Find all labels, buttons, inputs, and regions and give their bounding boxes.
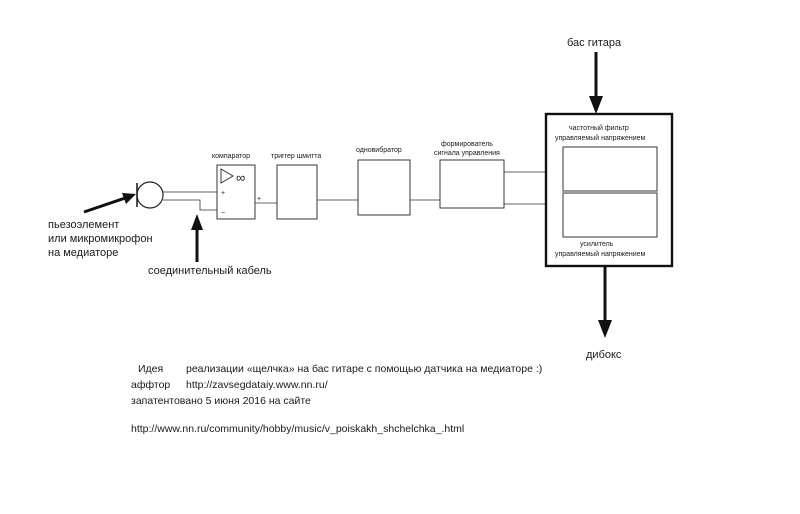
piezo-label-line-2: или микромикрофон <box>48 233 153 245</box>
comparator-minus: − <box>221 210 225 217</box>
piezo-label-line-1: пьезоэлемент <box>48 219 119 231</box>
schmitt-label: триггер шмитта <box>271 153 321 160</box>
output-arrow <box>598 266 612 338</box>
patent-text: запатентовано 5 июня 2016 на сайте <box>131 395 311 407</box>
schmitt-block: триггер шмитта <box>271 153 321 220</box>
author-row: аффтор http://zavsegdataiy.www.nn.ru/ <box>131 377 691 393</box>
amp-block: усилитель управляемый напряжением <box>555 192 658 258</box>
comparator-plus: + <box>221 190 225 197</box>
piezo-label-line-3: на медиаторе <box>48 247 118 259</box>
bass-label: бас гитара <box>567 37 622 49</box>
idea-label: Идея <box>138 363 164 375</box>
patent-row: запатентовано 5 июня 2016 на сайте <box>131 393 691 409</box>
piezo-arrow <box>83 193 136 214</box>
cable-arrow <box>191 214 203 262</box>
opamp-triangle-icon <box>220 168 234 184</box>
output-label: дибокс <box>586 349 622 361</box>
amp-label-line-2: управляемый напряжением <box>555 250 646 258</box>
comparator-infinity: ∞ <box>236 170 245 185</box>
filter-label-line-1: частотный фильтр <box>569 124 629 132</box>
comparator-block: компаратор ∞ + − + <box>212 153 261 220</box>
filter-block: частотный фильтр управляемый напряжением <box>555 124 658 192</box>
notes-block: Идея реализации «щелчка» на бас гитаре с … <box>131 361 691 437</box>
bass-arrow <box>589 52 603 114</box>
amp-label-line-1: усилитель <box>580 241 614 248</box>
comparator-out-plus: + <box>257 196 261 203</box>
source-row: http://www.nn.ru/community/hobby/music/v… <box>131 421 691 437</box>
comparator-label: компаратор <box>212 153 250 160</box>
source-url[interactable]: http://www.nn.ru/community/hobby/music/v… <box>131 423 465 435</box>
oneshot-block: одновибратор <box>356 146 411 216</box>
filter-label-line-2: управляемый напряжением <box>555 134 646 142</box>
cable-label: соединительный кабель <box>148 265 272 277</box>
piezo-element <box>136 181 164 209</box>
author-label: аффтор <box>131 379 171 391</box>
input-wires <box>163 191 217 211</box>
shaper-label-line-1: формирователь <box>441 141 493 148</box>
idea-row: Идея реализации «щелчка» на бас гитаре с … <box>131 361 691 377</box>
author-url[interactable]: http://zavsegdataiy.www.nn.ru/ <box>186 379 328 391</box>
idea-text: реализации «щелчка» на бас гитаре с помо… <box>186 363 543 375</box>
shaper-label-line-2: сигнала управления <box>434 150 500 157</box>
oneshot-label: одновибратор <box>356 146 402 154</box>
shaper-block: формирователь сигнала управления <box>434 141 505 209</box>
